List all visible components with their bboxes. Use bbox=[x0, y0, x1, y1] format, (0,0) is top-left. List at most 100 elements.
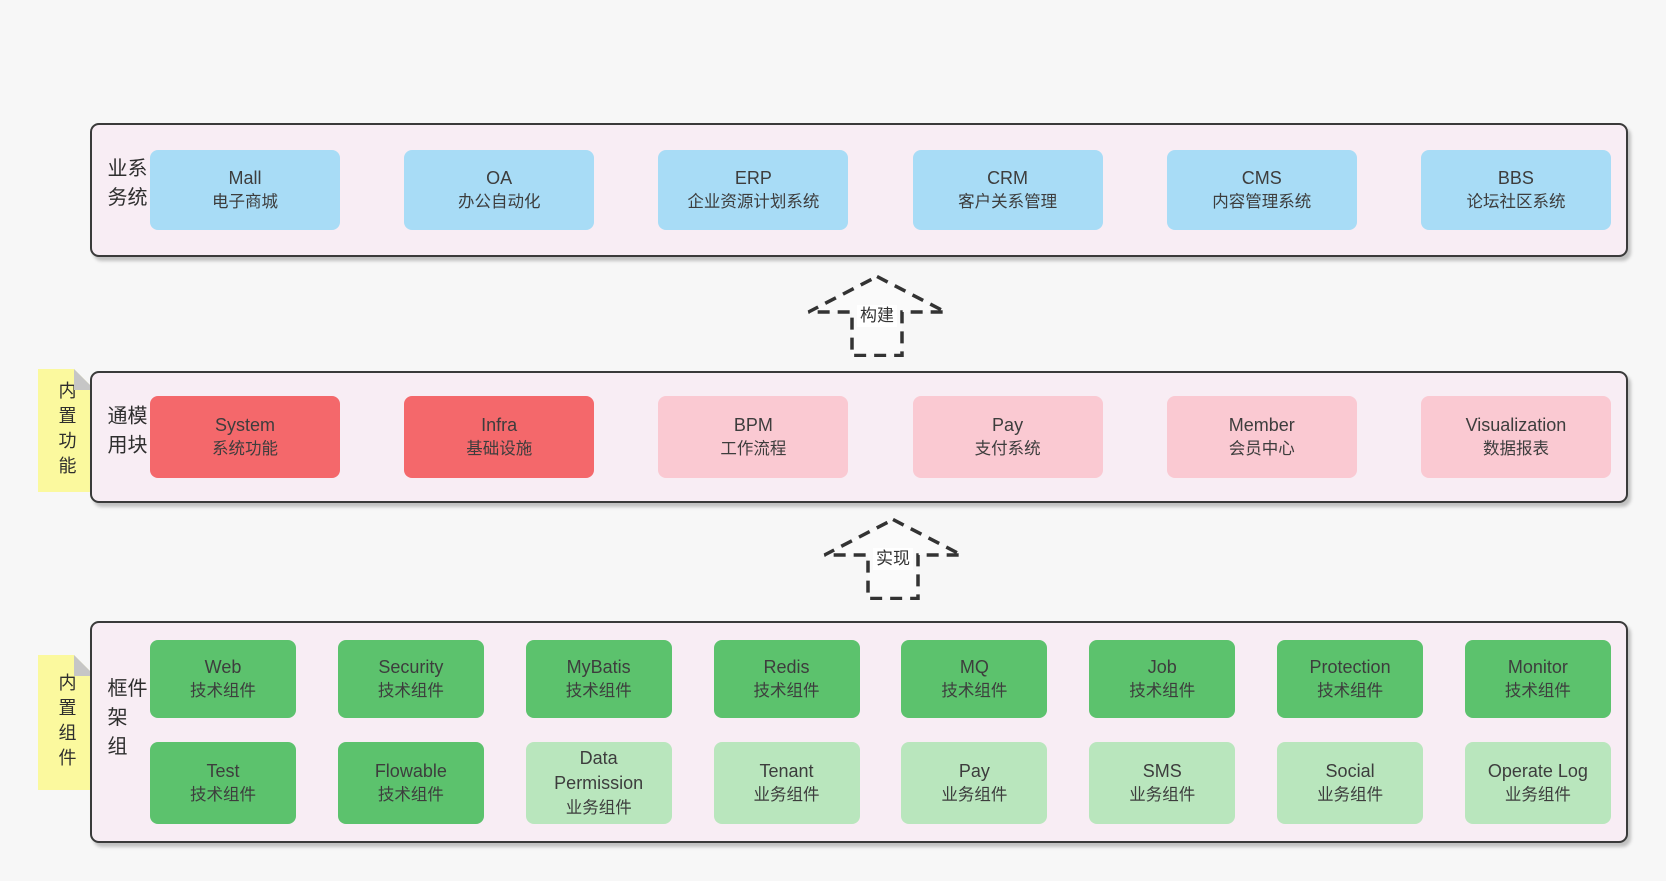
box-title: Mall bbox=[228, 167, 262, 188]
box-subtitle: 电子商城 bbox=[212, 193, 278, 212]
box-subtitle: 技术组件 bbox=[565, 682, 632, 701]
box-mall: Mall 电子商城 bbox=[150, 150, 340, 230]
box-subtitle: 论坛社区系统 bbox=[1466, 193, 1566, 212]
box-subtitle: 技术组件 bbox=[190, 682, 256, 701]
sticky-note-builtin-components: 内置组件 bbox=[38, 655, 95, 790]
box-subtitle: 工作流程 bbox=[720, 440, 787, 459]
box-title: System bbox=[214, 414, 275, 435]
box-sms: SMS 业务组件 bbox=[1089, 742, 1236, 824]
box-pay: Pay 支付系统 bbox=[912, 396, 1103, 478]
box-crm: CRM 客户关系管理 bbox=[912, 150, 1103, 230]
box-infra: Infra 基础设施 bbox=[404, 396, 595, 478]
box-title: Redis bbox=[763, 656, 810, 677]
box-system: System 系统功能 bbox=[150, 396, 340, 478]
arrow-label: 实现 bbox=[873, 548, 913, 571]
box-title: SMS bbox=[1142, 760, 1182, 781]
box-title: Infra bbox=[481, 414, 518, 435]
box-web: Web 技术组件 bbox=[150, 640, 296, 718]
box-mybatis: MyBatis 技术组件 bbox=[525, 640, 672, 718]
box-subtitle: 技术组件 bbox=[941, 682, 1008, 701]
box-title: Pay bbox=[958, 760, 990, 781]
box-redis: Redis 技术组件 bbox=[713, 640, 860, 718]
box-oa: OA 办公自动化 bbox=[404, 150, 595, 230]
band-label-common-modules: 通用模块 bbox=[104, 405, 146, 463]
box-subtitle: 技术组件 bbox=[190, 786, 256, 805]
box-subtitle: 技术组件 bbox=[1129, 682, 1196, 701]
box-title: Member bbox=[1228, 414, 1295, 435]
box-data-permission: Data Permission 业务组件 bbox=[525, 742, 672, 824]
sticky-note-text: 内置功能 bbox=[56, 380, 77, 481]
sticky-note-text: 内置组件 bbox=[56, 672, 77, 773]
box-title: Social bbox=[1325, 760, 1375, 781]
band-framework-components: 框架组件 Web 技术组件 Security 技术组件 MyBatis 技术组件… bbox=[90, 621, 1628, 843]
band-business-systems: 业务系统 Mall 电子商城 OA 办公自动化 ERP 企业资源计划系统 CRM… bbox=[90, 123, 1628, 257]
box-subtitle: 数据报表 bbox=[1482, 440, 1549, 459]
box-social: Social 业务组件 bbox=[1277, 742, 1424, 824]
box-title: MQ bbox=[959, 656, 989, 677]
box-test: Test 技术组件 bbox=[150, 742, 296, 824]
box-cms: CMS 内容管理系统 bbox=[1166, 150, 1357, 230]
band-row: Mall 电子商城 OA 办公自动化 ERP 企业资源计划系统 CRM 客户关系… bbox=[150, 125, 1611, 255]
box-erp: ERP 企业资源计划系统 bbox=[658, 150, 849, 230]
band-row: System 系统功能 Infra 基础设施 BPM 工作流程 Pay 支付系统… bbox=[150, 373, 1611, 501]
box-subtitle: 客户关系管理 bbox=[958, 193, 1058, 212]
box-title: Flowable bbox=[374, 760, 447, 781]
band-label-business-systems: 业务系统 bbox=[104, 157, 146, 216]
box-subtitle: 内容管理系统 bbox=[1212, 193, 1312, 212]
box-flowable: Flowable 技术组件 bbox=[337, 742, 484, 824]
box-subtitle: 技术组件 bbox=[753, 682, 820, 701]
box-title: Operate Log bbox=[1487, 760, 1588, 781]
box-title: BBS bbox=[1497, 167, 1534, 188]
box-subtitle: 业务组件 bbox=[1317, 786, 1384, 805]
arrow-label: 构建 bbox=[857, 305, 897, 328]
box-subtitle: 支付系统 bbox=[974, 440, 1041, 459]
box-mq: MQ 技术组件 bbox=[901, 640, 1048, 718]
box-title: Web bbox=[204, 656, 242, 677]
box-subtitle: 业务组件 bbox=[1504, 786, 1571, 805]
box-subtitle: 技术组件 bbox=[1317, 682, 1384, 701]
box-title: Monitor bbox=[1507, 656, 1568, 677]
box-title: MyBatis bbox=[566, 656, 631, 677]
band-label-framework-components: 框架组件 bbox=[104, 677, 146, 765]
box-title: Visualization bbox=[1465, 414, 1567, 435]
band-rows: Web 技术组件 Security 技术组件 MyBatis 技术组件 Redi… bbox=[150, 623, 1611, 841]
box-subtitle: 业务组件 bbox=[565, 798, 632, 817]
box-subtitle: 会员中心 bbox=[1228, 440, 1295, 459]
box-security: Security 技术组件 bbox=[337, 640, 484, 718]
box-subtitle: 业务组件 bbox=[1129, 786, 1196, 805]
box-monitor: Monitor 技术组件 bbox=[1464, 640, 1611, 718]
box-title: Pay bbox=[992, 414, 1024, 435]
box-subtitle: 技术组件 bbox=[1504, 682, 1571, 701]
box-title: Job bbox=[1147, 656, 1177, 677]
box-title: CMS bbox=[1241, 167, 1282, 188]
box-title: Test bbox=[206, 760, 240, 781]
sticky-note-builtin-features: 内置功能 bbox=[38, 369, 95, 492]
box-bbs: BBS 论坛社区系统 bbox=[1420, 150, 1611, 230]
box-member: Member 会员中心 bbox=[1166, 396, 1357, 478]
box-tenant: Tenant 业务组件 bbox=[713, 742, 860, 824]
box-subtitle: 基础设施 bbox=[466, 440, 533, 459]
band-common-modules: 通用模块 System 系统功能 Infra 基础设施 BPM 工作流程 Pay… bbox=[90, 371, 1628, 503]
box-bpm: BPM 工作流程 bbox=[658, 396, 849, 478]
box-subtitle: 业务组件 bbox=[941, 786, 1008, 805]
box-title: BPM bbox=[733, 414, 773, 435]
arrow-implement: 实现 bbox=[823, 518, 963, 600]
box-pay-component: Pay 业务组件 bbox=[901, 742, 1048, 824]
arrow-build: 构建 bbox=[807, 275, 947, 357]
box-title: Tenant bbox=[759, 760, 814, 781]
box-title: OA bbox=[486, 167, 513, 188]
box-subtitle: 企业资源计划系统 bbox=[687, 193, 820, 212]
box-title: Protection bbox=[1309, 656, 1391, 677]
band-row: Web 技术组件 Security 技术组件 MyBatis 技术组件 Redi… bbox=[150, 640, 1611, 718]
box-subtitle: 业务组件 bbox=[753, 786, 820, 805]
box-protection: Protection 技术组件 bbox=[1277, 640, 1424, 718]
box-title: ERP bbox=[734, 167, 772, 188]
box-subtitle: 办公自动化 bbox=[457, 193, 541, 212]
box-subtitle: 技术组件 bbox=[377, 786, 444, 805]
box-title: Security bbox=[378, 656, 444, 677]
box-subtitle: 技术组件 bbox=[377, 682, 444, 701]
band-row: Test 技术组件 Flowable 技术组件 Data Permission … bbox=[150, 742, 1611, 824]
box-visualization: Visualization 数据报表 bbox=[1420, 396, 1611, 478]
box-title: CRM bbox=[987, 167, 1029, 188]
